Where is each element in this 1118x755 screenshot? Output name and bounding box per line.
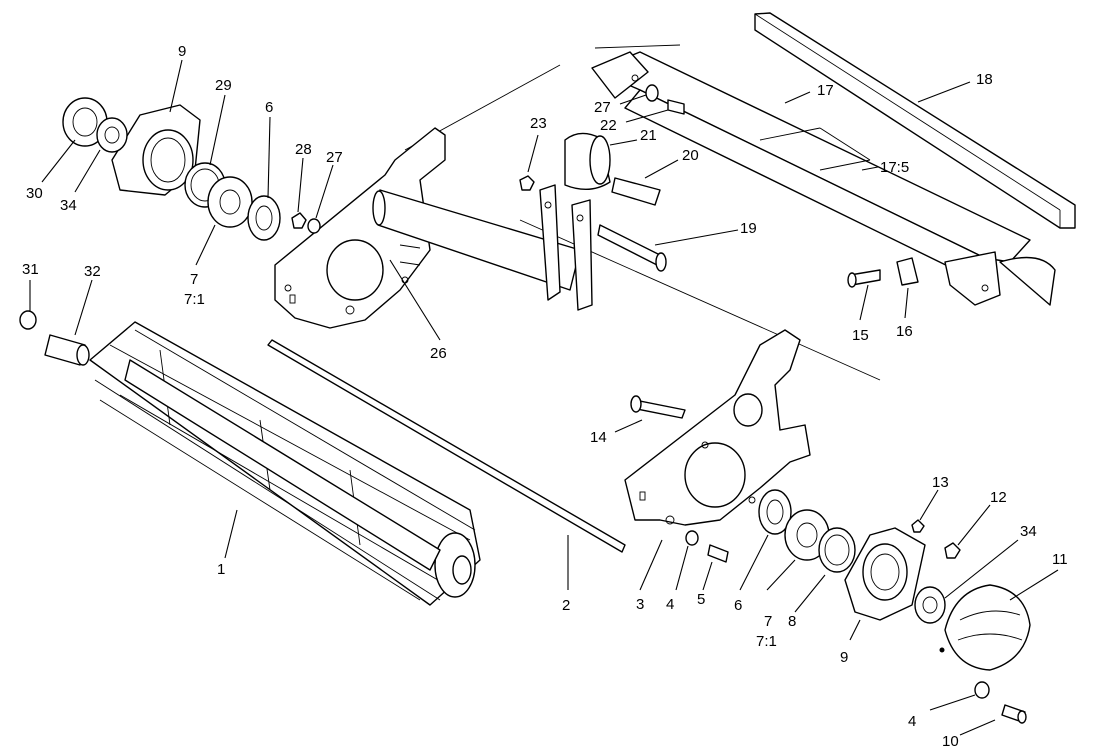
callout-10: 10	[942, 733, 959, 750]
callout-32: 32	[84, 263, 101, 280]
callout-4: 4	[666, 596, 674, 613]
callout-11: 11	[1052, 551, 1068, 568]
callout-13: 13	[932, 474, 949, 491]
part-ring-8	[818, 527, 856, 573]
callout-7-1-right: 7:1	[756, 633, 777, 650]
part-seal-6-left	[247, 195, 281, 241]
part-bolt-14	[630, 395, 686, 419]
part-bearing-housing-right	[844, 527, 926, 621]
part-screw-22	[667, 99, 685, 115]
part-end-cover	[939, 584, 1031, 671]
callout-34-right: 34	[1020, 523, 1037, 540]
callout-labels: 9 29 6 28 27 30 34 7 7:1 31 32 26 23 27 …	[22, 43, 1068, 750]
part-nut-13	[911, 519, 925, 533]
callout-9-right: 9	[840, 649, 848, 666]
part-washer-27-top	[645, 84, 659, 102]
callout-17: 17	[817, 82, 834, 99]
part-side-plate-left	[274, 127, 446, 329]
part-bedbar	[591, 51, 1056, 306]
callout-3: 3	[636, 596, 644, 613]
part-bedknife-bar	[754, 12, 1076, 229]
callout-2: 2	[562, 597, 570, 614]
callout-20: 20	[682, 147, 699, 164]
callout-14: 14	[590, 429, 607, 446]
callout-9: 9	[178, 43, 186, 60]
part-spacer-32	[44, 334, 90, 366]
part-seal-6-right	[758, 489, 792, 535]
callout-27: 27	[326, 149, 343, 166]
callout-23: 23	[530, 115, 547, 132]
part-bearing-34-right	[914, 586, 946, 624]
callout-1: 1	[217, 561, 225, 578]
part-nut-12	[944, 542, 961, 559]
part-nut-28	[291, 212, 307, 229]
part-screw-5	[707, 544, 729, 563]
callout-15: 15	[852, 327, 869, 344]
callout-7: 7	[190, 271, 198, 288]
part-nut-23	[519, 175, 535, 191]
callout-5: 5	[697, 591, 705, 608]
callout-12: 12	[990, 489, 1007, 506]
callout-7-right: 7	[764, 613, 772, 630]
part-reel	[89, 321, 481, 606]
callout-26: 26	[430, 345, 447, 362]
callout-17-5: 17:5	[880, 159, 909, 176]
callout-4-bottom: 4	[908, 713, 916, 730]
part-bearing-7-right	[784, 509, 830, 561]
part-pin	[611, 177, 661, 206]
part-screw-15	[847, 269, 881, 288]
callout-34: 34	[60, 197, 77, 214]
part-bearing-housing-left	[111, 104, 201, 196]
callout-31: 31	[22, 261, 39, 278]
callout-28: 28	[295, 141, 312, 158]
callout-22: 22	[600, 117, 617, 134]
callout-6-right: 6	[734, 597, 742, 614]
part-shaft	[267, 339, 626, 553]
part-side-plate-right	[624, 329, 811, 526]
part-long-bolt	[597, 224, 667, 272]
part-bearing-7-left	[207, 176, 253, 228]
callout-27-top: 27	[594, 99, 611, 116]
callout-16: 16	[896, 323, 913, 340]
part-plate-16	[896, 257, 919, 286]
part-bracket-pair	[539, 184, 593, 311]
callout-6: 6	[265, 99, 273, 116]
callout-29: 29	[215, 77, 232, 94]
part-roller	[564, 132, 611, 190]
part-cross-tube	[372, 189, 581, 291]
callout-18: 18	[976, 71, 993, 88]
part-washer-4-right	[685, 530, 699, 546]
callout-19: 19	[740, 220, 757, 237]
part-snap-ring-31	[19, 310, 37, 330]
leader-lines	[29, 59, 1059, 736]
callout-21: 21	[640, 127, 657, 144]
part-washer-4-bottom	[974, 681, 990, 699]
callout-30: 30	[26, 185, 43, 202]
part-screw-10	[1001, 704, 1027, 724]
part-washer-27-left	[307, 218, 321, 234]
callout-8: 8	[788, 613, 796, 630]
callout-7-1: 7:1	[184, 291, 205, 308]
part-bearing-34-left	[96, 117, 128, 153]
